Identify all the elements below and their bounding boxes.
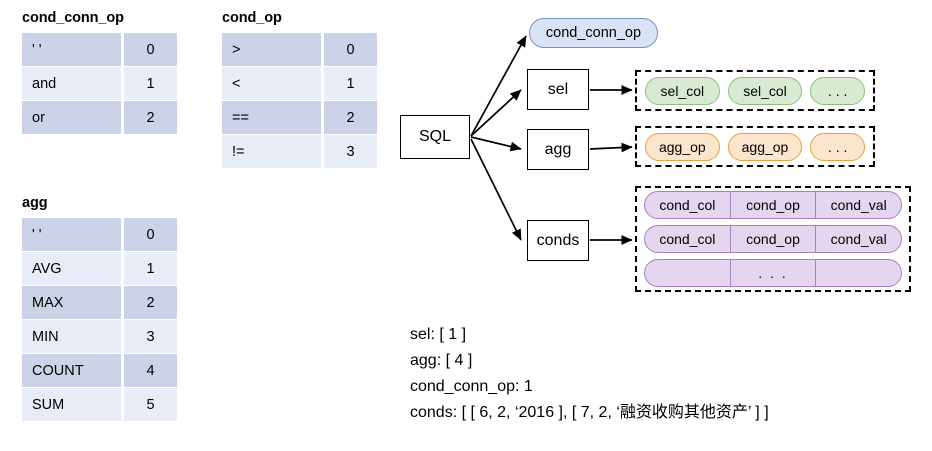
output-line-cond-conn-op: cond_conn_op: 1 — [410, 378, 533, 395]
table-cell-value: 2 — [124, 101, 177, 134]
table-cell-value: 0 — [124, 218, 177, 251]
table-row: != 3 — [222, 135, 377, 168]
table-row: AVG 1 — [22, 252, 177, 285]
sel-col-ellipsis-pill: . . . — [810, 76, 865, 105]
table-row: MIN 3 — [22, 320, 177, 353]
lookup-table-title: agg — [22, 195, 48, 211]
lookup-table-title: cond_op — [222, 10, 282, 26]
table-row: > 0 — [222, 33, 377, 66]
table-cell-key: MIN — [22, 320, 121, 353]
node-conds: conds — [527, 220, 589, 261]
cond-val-cell: cond_val — [815, 192, 901, 218]
sel-col-pill: sel_col — [727, 76, 803, 105]
cond-ellipsis-cell: . . . — [729, 260, 816, 286]
cond-list-container: cond_col cond_op cond_val cond_col cond_… — [635, 186, 911, 292]
table-cell-value: 4 — [124, 354, 177, 387]
cond-triple-row: cond_col cond_op cond_val — [644, 191, 902, 219]
agg-op-pill: agg_op — [645, 132, 720, 161]
lookup-table-agg: agg ' ' 0 AVG 1 MAX 2 MIN 3 COUNT 4 SUM … — [22, 195, 177, 422]
table-cell-key: ' ' — [22, 218, 121, 251]
lookup-table-rows: ' ' 0 AVG 1 MAX 2 MIN 3 COUNT 4 SUM 5 — [22, 218, 177, 421]
table-row: or 2 — [22, 101, 177, 134]
cond-ellipsis-row: . . . — [644, 259, 902, 287]
table-cell-key: > — [222, 33, 321, 66]
arrow-sql-to-conds — [470, 138, 522, 241]
table-cell-value: 0 — [324, 33, 377, 66]
arrow-sql-to-cond-conn-op — [470, 35, 527, 137]
lookup-table-title: cond_conn_op — [22, 10, 124, 26]
agg-op-list-container: agg_op agg_op . . . — [635, 126, 875, 167]
cond-op-cell: cond_op — [729, 192, 816, 218]
table-row: and 1 — [22, 67, 177, 100]
lookup-table-rows: ' ' 0 and 1 or 2 — [22, 33, 177, 134]
table-cell-value: 3 — [324, 135, 377, 168]
cond-val-cell — [815, 260, 901, 286]
table-cell-key: or — [22, 101, 121, 134]
output-line-agg: agg: [ 4 ] — [410, 352, 473, 369]
table-cell-key: MAX — [22, 286, 121, 319]
table-cell-value: 1 — [124, 67, 177, 100]
table-row: < 1 — [222, 67, 377, 100]
cond-col-cell: cond_col — [659, 231, 716, 247]
cond-col-cell: cond_col — [659, 197, 716, 213]
table-row: SUM 5 — [22, 388, 177, 421]
table-cell-key: ' ' — [22, 33, 121, 66]
table-cell-value: 5 — [124, 388, 177, 421]
table-cell-value: 2 — [324, 101, 377, 134]
table-row: ' ' 0 — [22, 218, 177, 251]
node-agg: agg — [527, 129, 589, 170]
cond-val-cell: cond_val — [815, 226, 901, 252]
node-sql: SQL — [400, 115, 470, 159]
table-cell-key: and — [22, 67, 121, 100]
agg-op-pill: agg_op — [727, 132, 803, 161]
table-cell-value: 0 — [124, 33, 177, 66]
table-cell-value: 1 — [324, 67, 377, 100]
sel-col-pill: sel_col — [645, 76, 720, 105]
sel-col-list-container: sel_col sel_col . . . — [635, 70, 875, 111]
table-cell-value: 3 — [124, 320, 177, 353]
table-cell-key: COUNT — [22, 354, 121, 387]
arrow-sql-to-sel — [470, 89, 522, 137]
table-cell-key: < — [222, 67, 321, 100]
node-cond-conn-op: cond_conn_op — [529, 18, 658, 48]
cond-col-cell — [645, 260, 730, 286]
agg-op-ellipsis-pill: . . . — [810, 132, 865, 161]
table-row: COUNT 4 — [22, 354, 177, 387]
table-cell-key: != — [222, 135, 321, 168]
arrow-sql-to-agg — [470, 136, 522, 152]
lookup-table-rows: > 0 < 1 == 2 != 3 — [222, 33, 377, 168]
table-cell-value: 2 — [124, 286, 177, 319]
table-cell-key: AVG — [22, 252, 121, 285]
lookup-table-cond-conn-op: cond_conn_op ' ' 0 and 1 or 2 — [22, 10, 177, 135]
table-cell-key: SUM — [22, 388, 121, 421]
table-row: == 2 — [222, 101, 377, 134]
table-row: ' ' 0 — [22, 33, 177, 66]
output-line-conds: conds: [ [ 6, 2, ‘2016 ], [ 7, 2, ‘融资收购其… — [410, 404, 769, 421]
cond-op-cell: cond_op — [729, 226, 816, 252]
table-row: MAX 2 — [22, 286, 177, 319]
output-line-sel: sel: [ 1 ] — [410, 326, 467, 343]
arrow-agg-to-agg-ops — [589, 142, 633, 153]
lookup-table-cond-op: cond_op > 0 < 1 == 2 != 3 — [222, 10, 377, 169]
node-sel: sel — [527, 69, 589, 110]
table-cell-key: == — [222, 101, 321, 134]
output-annotation-block: sel: [ 1 ] agg: [ 4 ] cond_conn_op: 1 co… — [410, 322, 769, 426]
table-cell-value: 1 — [124, 252, 177, 285]
cond-triple-row: cond_col cond_op cond_val — [644, 225, 902, 253]
